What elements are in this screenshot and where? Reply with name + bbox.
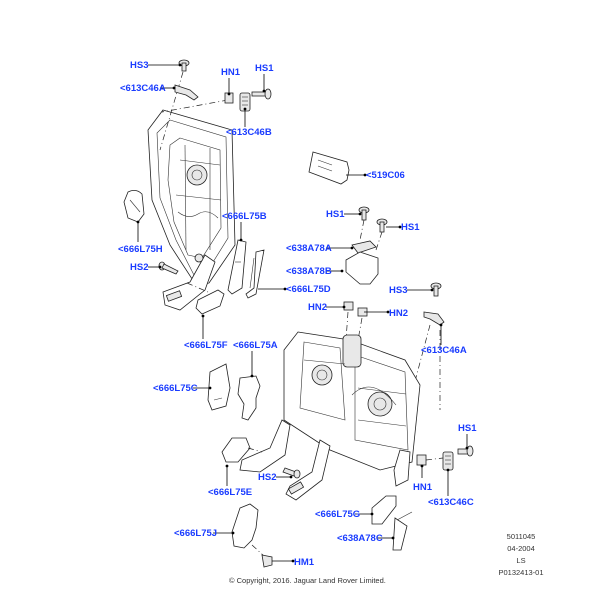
reference-block: 5011045 04-2004 LS P0132413-01 — [498, 532, 543, 577]
leader-dot-638a78a — [350, 246, 354, 250]
callout-666l75e[interactable]: <666L75E — [208, 487, 252, 498]
reference-code: LS — [516, 556, 525, 565]
cover-666l75h — [123, 190, 145, 223]
callout-638a78b[interactable]: <638A78B — [286, 266, 332, 277]
callout-hs3-top[interactable]: HS3 — [130, 60, 148, 71]
panel-666l75c — [207, 363, 231, 411]
callout-hs1-mid-b[interactable]: HS1 — [401, 222, 420, 233]
clip-666l75f — [195, 289, 225, 315]
leader-dot-666l75g — [370, 512, 374, 516]
callout-613c46a-right[interactable]: <613C46A — [421, 345, 467, 356]
trim-666l75b — [227, 239, 247, 295]
nut-hn2-a — [343, 301, 354, 311]
leader-dot-666l75f — [201, 314, 205, 318]
callout-519c06[interactable]: <519C06 — [366, 170, 405, 181]
leader-dot-hn2-a — [342, 305, 346, 309]
trim-666l75d — [245, 249, 265, 299]
nut-hn1-right — [416, 454, 427, 466]
leader-dot-hs1-mid-a — [358, 212, 362, 216]
leader-dot-hn1-top — [227, 92, 231, 96]
bracket-666l75e — [221, 437, 251, 463]
leader-dot-hm1 — [291, 559, 295, 563]
bolt-hs1-right — [457, 445, 474, 457]
callout-666l75a[interactable]: <666L75A — [233, 340, 278, 351]
callout-666l75f[interactable]: <666L75F — [184, 340, 228, 351]
panel-666l75a — [237, 375, 261, 421]
bolt-hs2-left — [158, 261, 179, 275]
callout-hs3-right[interactable]: HS3 — [389, 285, 407, 296]
bracket-613c46a-top — [174, 84, 199, 101]
bracket-638a78a — [351, 240, 377, 254]
leader-dot-613c46a-right — [439, 323, 443, 327]
callout-666l75b[interactable]: <666L75B — [222, 211, 267, 222]
leader-dot-666l75b — [239, 238, 243, 242]
leader-dot-hs2-left — [158, 265, 162, 269]
leader-dot-666l75c — [208, 386, 212, 390]
bolt-hs2-bottom — [282, 467, 301, 479]
bolt-hs3-top — [178, 59, 190, 72]
callout-hn2-a[interactable]: HN2 — [308, 302, 327, 313]
copyright-notice: © Copyright, 2016. Jaguar Land Rover Lim… — [229, 576, 386, 585]
leader-dot-hs3-right — [430, 288, 434, 292]
leader-dot-666l75a — [250, 374, 254, 378]
callout-666l75d[interactable]: <666L75D — [286, 284, 331, 295]
fastener-hm1 — [261, 554, 273, 568]
reference-number: 5011045 — [507, 532, 536, 541]
leader-dot-hs2-bottom — [289, 475, 293, 479]
callout-666l75g[interactable]: <666L75G — [315, 509, 360, 520]
strip-638a78c — [392, 511, 413, 551]
leader-dot-hs3-top — [178, 63, 182, 67]
callout-hm1[interactable]: HM1 — [294, 557, 315, 568]
leader-dot-638a78b — [340, 269, 344, 273]
callout-666l75c[interactable]: <666L75C — [153, 383, 198, 394]
trim-666l75g — [371, 495, 397, 525]
bolt-hs3-right — [430, 282, 442, 297]
callout-hs2-bottom[interactable]: HS2 — [258, 472, 276, 483]
leader-dot-666l75h — [136, 220, 140, 224]
leader-dot-hn1-right — [420, 464, 424, 468]
leader-dot-666l75e — [225, 464, 229, 468]
leader-dot-613c46a-top — [172, 86, 176, 90]
upper-seat-back-frame — [147, 109, 236, 311]
leader-dot-613c46c — [446, 468, 450, 472]
callout-638a78c[interactable]: <638A78C — [337, 533, 383, 544]
callout-hs2-left[interactable]: HS2 — [130, 262, 148, 273]
callout-hn2-b[interactable]: HN2 — [389, 308, 408, 319]
leader-dot-638a78c — [391, 536, 395, 540]
bracket-613c46a-right — [423, 311, 445, 326]
callout-hs1-top[interactable]: HS1 — [255, 63, 274, 74]
callout-hs1-right[interactable]: HS1 — [458, 423, 477, 434]
reference-date: 04-2004 — [507, 544, 535, 553]
leader-dot-613c46b — [243, 107, 247, 111]
leader-dot-519c06 — [363, 173, 367, 177]
leader-dot-hs1-top — [262, 89, 266, 93]
cover-638a78b — [345, 251, 379, 285]
callout-hs1-mid-a[interactable]: HS1 — [326, 209, 345, 220]
callout-hn1-right[interactable]: HN1 — [413, 482, 433, 493]
leader-lines — [136, 63, 469, 563]
leader-dot-hs1-mid-b — [398, 225, 402, 229]
panel-666l75j — [231, 503, 259, 549]
callout-613c46a-top[interactable]: <613C46A — [120, 83, 166, 94]
bracket-519c06 — [308, 151, 350, 185]
leader-dot-666l75d — [283, 287, 287, 291]
leader-dot-666l75j — [231, 531, 235, 535]
bolt-hs1-top — [251, 88, 272, 100]
lower-seat-back-frame — [239, 331, 421, 501]
callout-hn1-top[interactable]: HN1 — [221, 67, 241, 78]
callout-666l75h[interactable]: <666L75H — [118, 244, 163, 255]
reference-illustration-id: P0132413-01 — [498, 568, 543, 577]
callout-613c46c[interactable]: <613C46C — [428, 497, 474, 508]
bracket-613c46c — [442, 451, 454, 471]
leader-dot-hn2-b — [386, 310, 390, 314]
callout-613c46b[interactable]: <613C46B — [226, 127, 272, 138]
bolt-hs1-mid-b — [376, 218, 388, 233]
leader-dot-hs1-right — [465, 446, 469, 450]
callout-638a78a[interactable]: <638A78A — [286, 243, 332, 254]
callout-666l75j[interactable]: <666L75J — [174, 528, 217, 539]
